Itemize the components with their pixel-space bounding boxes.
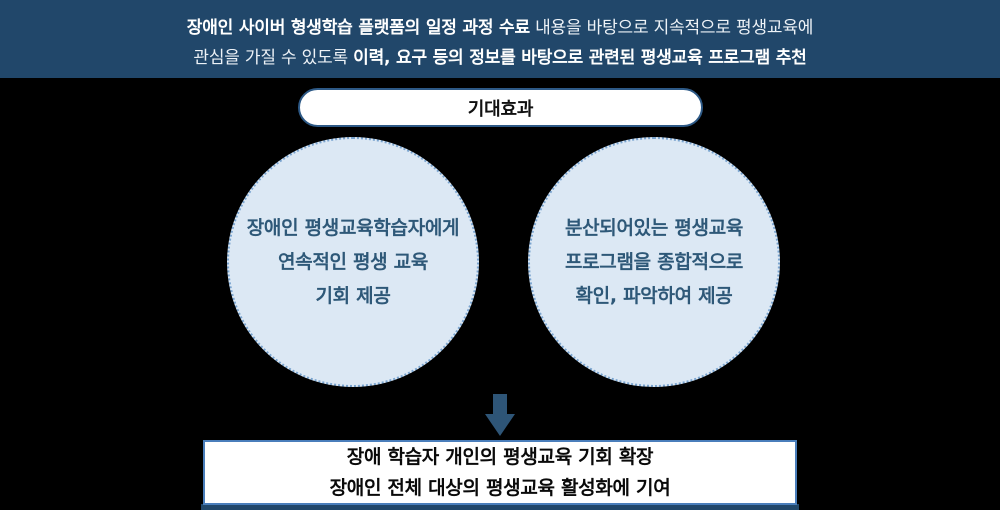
header-line-1: 장애인 사이버 형생학습 플랫폼의 일정 과정 수료 내용을 바탕으로 지속적으… <box>0 13 1000 43</box>
header-line1-regular: 내용을 바탕으로 지속적으로 평생교육에 <box>529 18 814 38</box>
right-circle-line-2: 프로그램을 종합적으로 <box>564 251 744 273</box>
header-line1-bold: 장애인 사이버 형생학습 플랫폼의 일정 과정 수료 <box>186 18 530 38</box>
section-title-label: 기대효과 <box>467 98 534 120</box>
result-line-1: 장애 학습자 개인의 평생교육 기회 확장 <box>346 445 654 468</box>
left-circle-line-2: 연속적인 평생 교육 <box>277 251 429 273</box>
effect-circle-left: 장애인 평생교육학습자에게 연속적인 평생 교육 기회 제공 <box>227 137 479 387</box>
result-box: 장애 학습자 개인의 평생교육 기회 확장 장애인 전체 대상의 평생교육 활성… <box>203 440 797 505</box>
result-line-2: 장애인 전체 대상의 평생교육 활성화에 기여 <box>329 476 671 499</box>
left-circle-line-3: 기회 제공 <box>315 285 391 307</box>
header-line2-regular: 관심을 가질 수 있도록 <box>193 48 354 68</box>
right-circle-line-3: 확인, 파악하여 제공 <box>575 285 733 307</box>
header-banner: 장애인 사이버 형생학습 플랫폼의 일정 과정 수료 내용을 바탕으로 지속적으… <box>0 0 1000 78</box>
header-line-2: 관심을 가질 수 있도록 이력, 요구 등의 정보를 바탕으로 관련된 평생교육… <box>0 43 1000 73</box>
left-circle-line-1: 장애인 평생교육학습자에게 <box>246 217 460 239</box>
right-circle-line-1: 분산되어있는 평생교육 <box>564 217 744 239</box>
bottom-navy-strip <box>201 504 799 510</box>
down-arrow-icon <box>480 392 520 438</box>
effect-circle-right: 분산되어있는 평생교육 프로그램을 종합적으로 확인, 파악하여 제공 <box>528 137 780 387</box>
header-line2-bold: 이력, 요구 등의 정보를 바탕으로 관련된 평생교육 프로그램 추천 <box>353 48 807 68</box>
section-title-pill: 기대효과 <box>298 88 703 127</box>
